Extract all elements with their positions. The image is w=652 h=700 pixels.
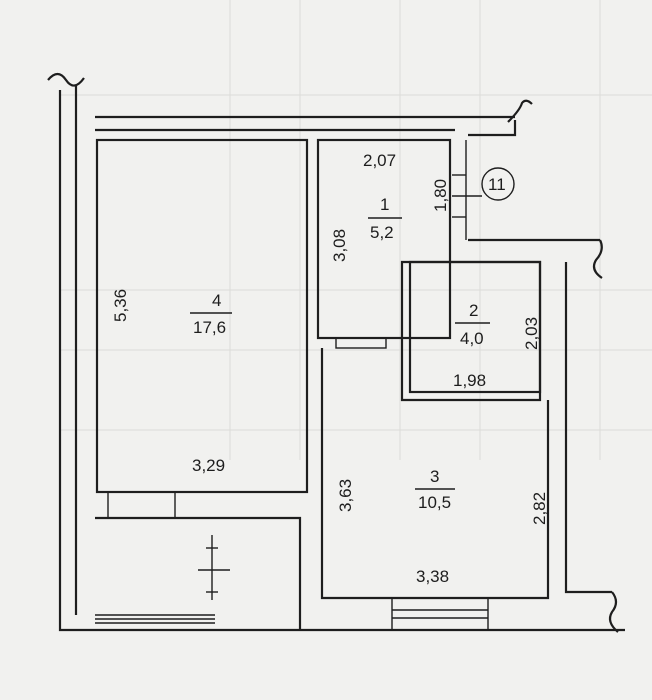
balcony bbox=[95, 491, 302, 630]
entrance: 11 bbox=[452, 140, 515, 240]
background-paper-lines bbox=[60, 0, 652, 460]
apartment-number: 11 bbox=[488, 175, 506, 194]
room-3-length: 3,63 bbox=[336, 479, 355, 512]
room-4-width: 3,29 bbox=[192, 456, 225, 475]
room-1-length: 3,08 bbox=[330, 229, 349, 262]
room-3-side: 2,82 bbox=[530, 492, 549, 525]
room-4-area: 17,6 bbox=[193, 318, 226, 337]
room-3-number: 3 bbox=[430, 467, 439, 486]
exterior-walls bbox=[47, 72, 625, 633]
room-1: 2,07 1,80 1 5,2 3,08 bbox=[316, 138, 452, 349]
room-1-side: 1,80 bbox=[431, 179, 450, 212]
room-2: 2 4,0 2,03 1,98 bbox=[400, 260, 542, 402]
room-2-number: 2 bbox=[469, 301, 478, 320]
room-4: 5,36 4 17,6 3,29 bbox=[95, 138, 309, 494]
room-2-width: 1,98 bbox=[453, 371, 486, 390]
room-4-length: 5,36 bbox=[111, 289, 130, 322]
room-2-area: 4,0 bbox=[460, 329, 484, 348]
room-3-width: 3,38 bbox=[416, 567, 449, 586]
room-4-number: 4 bbox=[212, 291, 221, 310]
room-1-number: 1 bbox=[380, 195, 389, 214]
room-3-area: 10,5 bbox=[418, 493, 451, 512]
apartment-number-circle bbox=[481, 167, 515, 201]
room-1-area: 5,2 bbox=[370, 223, 394, 242]
room-2-length: 2,03 bbox=[522, 317, 541, 350]
room-3: 3,63 3 10,5 2,82 3,38 bbox=[320, 348, 550, 631]
room-1-width: 2,07 bbox=[363, 151, 396, 170]
